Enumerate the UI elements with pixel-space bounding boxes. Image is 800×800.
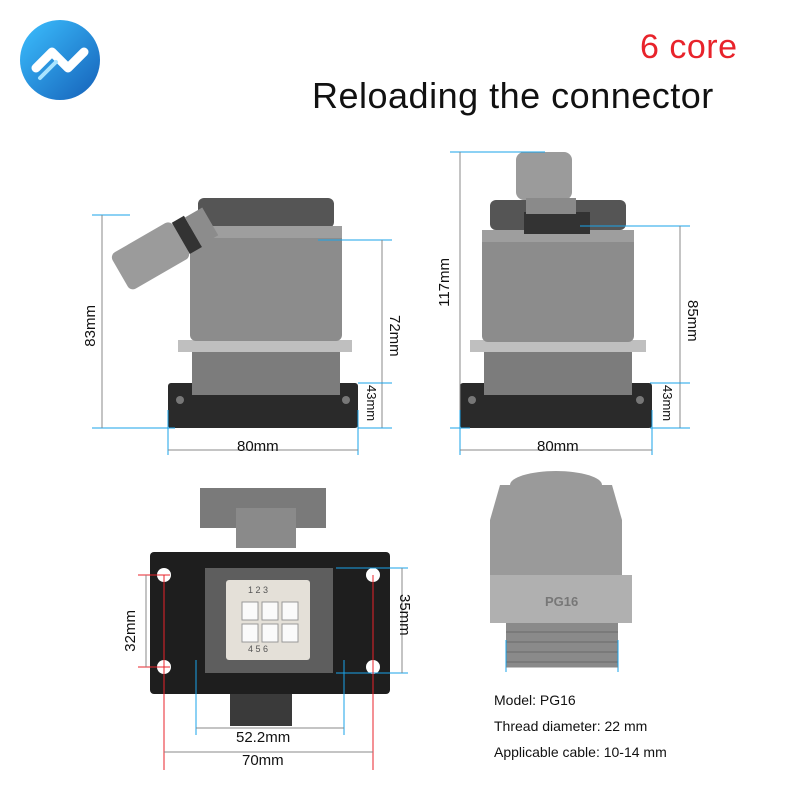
base-cutout-height-label: 35mm [396,594,413,636]
page-title: Reloading the connector [312,75,714,116]
right-width-label: 80mm [537,438,579,455]
gland-model: Model: PG16 [494,692,576,708]
left-height-base-label: 43mm [364,385,379,422]
right-height-base-label: 43mm [660,385,675,422]
brand-logo [18,18,102,102]
base-outer-width-label: 70mm [242,752,284,769]
cable-gland [111,222,190,290]
base-hole-height-label: 32mm [122,610,139,652]
gland-applicable-cable: Applicable cable: 10-14 mm [494,744,667,760]
left-width-label: 80mm [237,438,279,455]
base-front-view [150,488,390,726]
insert-bottom-numbers: 4 5 6 [248,644,269,654]
right-dimension-lines [450,151,690,455]
insert-top-numbers: 1 2 3 [248,585,269,595]
left-height-body-label: 72mm [386,315,403,357]
gland-dimension-lines [505,640,619,672]
logo-icon [20,20,100,100]
cable-gland-pg16 [490,471,632,667]
right-height-total-label: 117mm [436,258,453,307]
locking-lever [178,340,352,352]
right-height-body-label: 85mm [684,300,701,342]
gland-marking: PG16 [545,594,579,609]
base-dimension-lines [138,567,408,770]
left-height-total-label: 83mm [82,305,99,347]
subtitle-core-count: 6 core [640,28,738,66]
gland-thread-diameter: Thread diameter: 22 mm [494,718,648,734]
connector-side-view-angled [111,198,358,428]
left-dimension-lines [92,214,392,455]
connector-side-view-top-entry [460,152,652,428]
hood [190,226,342,341]
base-inner-width-label: 52.2mm [236,729,291,746]
